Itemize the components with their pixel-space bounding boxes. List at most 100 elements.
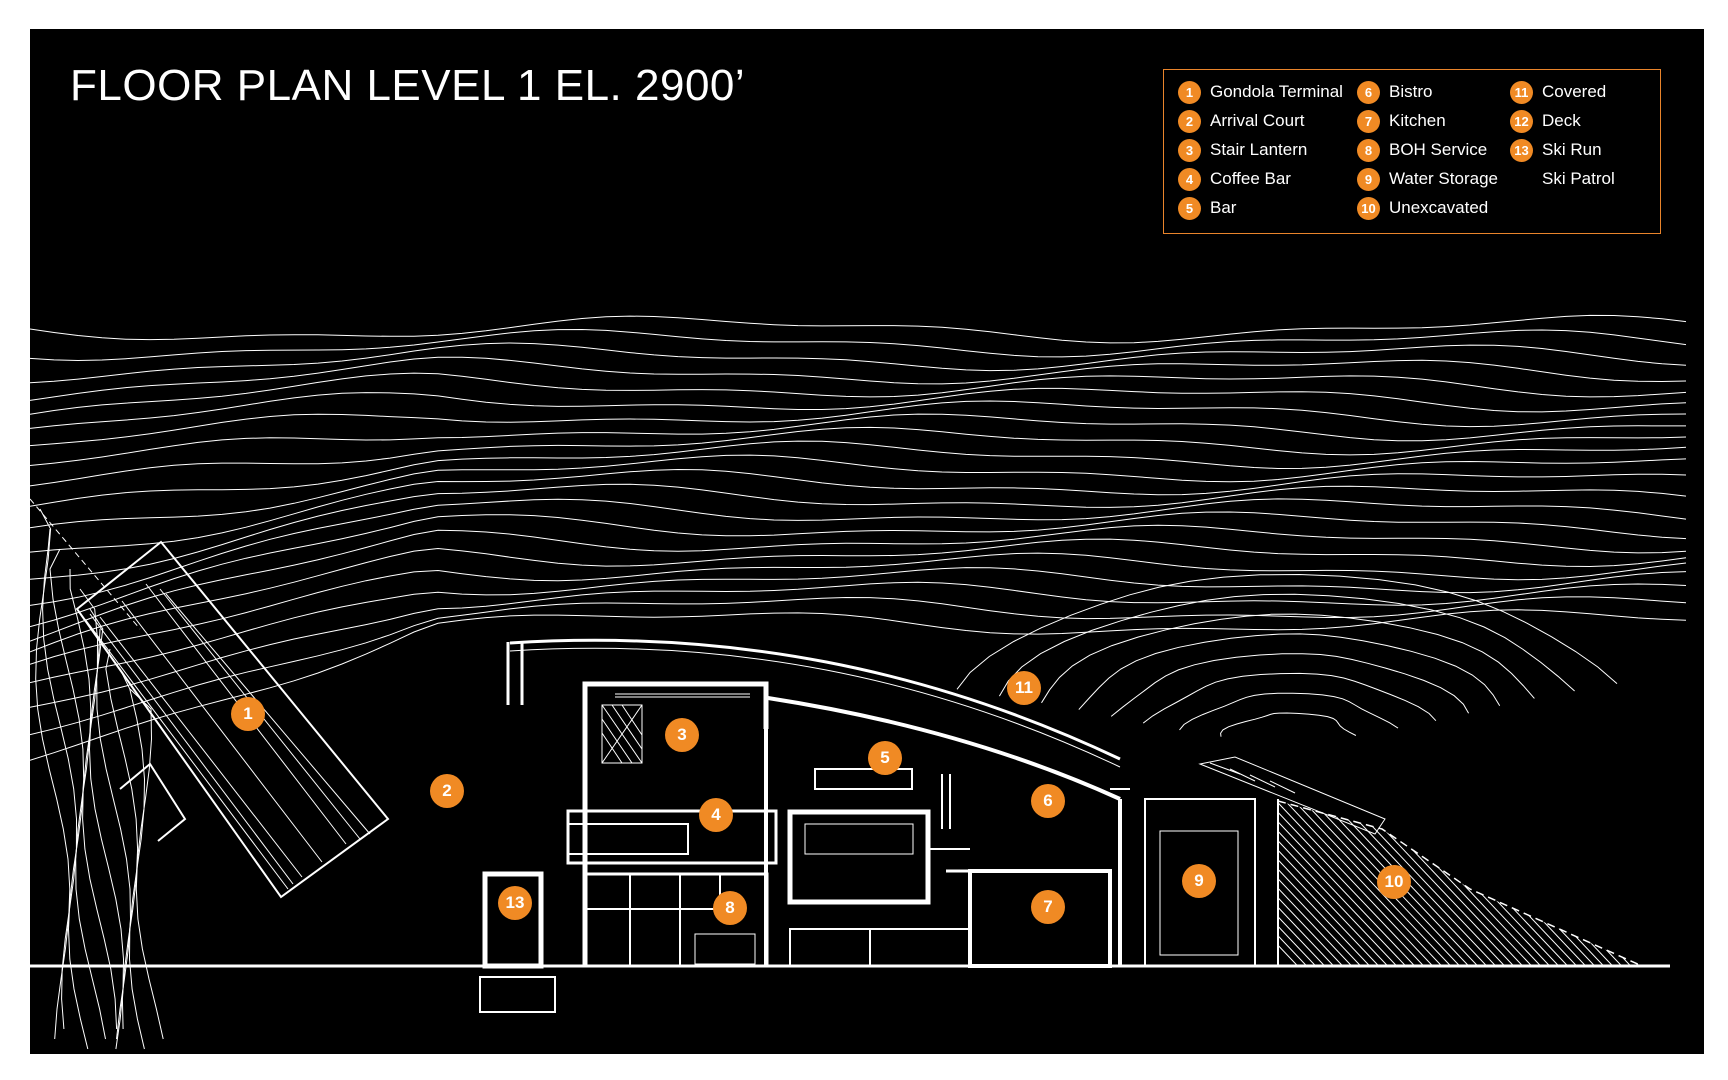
contour-line [30, 387, 1687, 429]
contour-line [79, 588, 118, 1030]
contour-line [30, 356, 1687, 401]
marker-kitchen: 7 [1031, 890, 1065, 924]
contour-line [30, 400, 1687, 447]
marker-coffee-bar: 4 [699, 798, 733, 832]
contour-line [1179, 692, 1399, 731]
legend-label: Covered [1542, 82, 1607, 101]
contour-line [30, 440, 1687, 507]
legend-label: Ski Patrol [1542, 169, 1615, 188]
hatch-line [1278, 801, 1365, 966]
legend-number-badge: 7 [1357, 109, 1380, 133]
contour-line [30, 524, 1687, 642]
contour-line [30, 413, 1686, 466]
contour-line [30, 328, 1687, 362]
contour-line [30, 567, 1687, 684]
hatch-line [1278, 801, 1356, 966]
contour-line [30, 372, 1687, 415]
legend-label: Bistro [1389, 82, 1433, 101]
contour-line [956, 573, 1618, 690]
gondola-terminal-structure [30, 498, 390, 899]
hatch-line [1534, 801, 1642, 966]
exterior-stairs [1198, 756, 1386, 835]
legend-label: BOH Service [1389, 140, 1488, 159]
contour-line [1142, 672, 1437, 724]
hatch-line [1652, 789, 1704, 979]
legend-blank-badge [1510, 168, 1533, 191]
legend-item: 11 Covered [1510, 80, 1606, 104]
hatch-line [1278, 801, 1410, 966]
hatch-line [1633, 801, 1642, 966]
building-walls [30, 638, 1670, 1013]
legend-number-badge: 1 [1178, 80, 1201, 104]
contour-line [69, 568, 106, 1040]
hatch-line [1643, 789, 1704, 979]
legend-label: Stair Lantern [1210, 140, 1308, 159]
legend-number-badge: 11 [1510, 80, 1533, 104]
contour-line [30, 454, 1687, 529]
hatch-line [1278, 801, 1392, 966]
contour-line [30, 468, 1687, 553]
hatch-line [1570, 801, 1642, 966]
marker-water-storage: 9 [1182, 864, 1216, 898]
hatch-line [1615, 801, 1642, 966]
hatch-line [1697, 789, 1704, 979]
contour-line [30, 596, 1687, 736]
hatch-line [1543, 801, 1642, 966]
hatch-line [1597, 801, 1642, 966]
contour-line [30, 483, 1687, 580]
hatch-line [1552, 801, 1642, 966]
hatch-line [1624, 801, 1642, 966]
legend-label: Arrival Court [1210, 111, 1305, 130]
hatch-line [1278, 801, 1428, 966]
contour-line [1220, 712, 1357, 737]
hatch-line [1679, 789, 1704, 979]
floor-plan-drawing [30, 314, 1704, 1050]
marker-boh-service: 8 [713, 891, 747, 925]
marker-arrival-court: 2 [430, 774, 464, 808]
legend-number-badge: 4 [1178, 167, 1201, 191]
contour-line [30, 342, 1687, 384]
legend-number-badge: 13 [1510, 138, 1533, 162]
contour-line [30, 426, 1687, 487]
contour-line [1078, 633, 1501, 710]
legend-number-badge: 6 [1357, 80, 1380, 104]
hatch-line [1688, 789, 1704, 979]
contour-line [1041, 613, 1535, 704]
contour-line [998, 593, 1575, 697]
hatch-line [1278, 801, 1383, 966]
legend-number-badge: 3 [1178, 138, 1201, 162]
legend-label: Deck [1542, 111, 1581, 130]
hatch-line [1278, 801, 1446, 966]
hatch-line [1588, 801, 1642, 966]
unexcavated-edge [1277, 800, 1643, 967]
marker-bar: 5 [868, 741, 902, 775]
hatch-line [1282, 801, 1464, 966]
hatch-line [1661, 789, 1704, 979]
topographic-contours [30, 314, 1687, 1050]
marker-covered-deck: 11 [1007, 671, 1041, 705]
legend-item: 7 Kitchen [1357, 109, 1446, 133]
contour-line [96, 628, 132, 1040]
unexcavated-hatch [1278, 789, 1704, 979]
contour-line [105, 648, 139, 1030]
contour-line [30, 552, 1687, 665]
legend-label: Kitchen [1389, 111, 1446, 130]
contour-line [35, 508, 71, 1040]
hatch-line [1278, 801, 1320, 966]
contour-line [129, 688, 164, 1040]
hatch-line [1278, 801, 1401, 966]
legend-item: 3 Stair Lantern [1178, 138, 1307, 162]
contour-line [1110, 653, 1470, 717]
contour-line [30, 498, 1687, 606]
legend-number-badge: 9 [1357, 167, 1380, 191]
legend-number-badge: 5 [1178, 196, 1201, 220]
